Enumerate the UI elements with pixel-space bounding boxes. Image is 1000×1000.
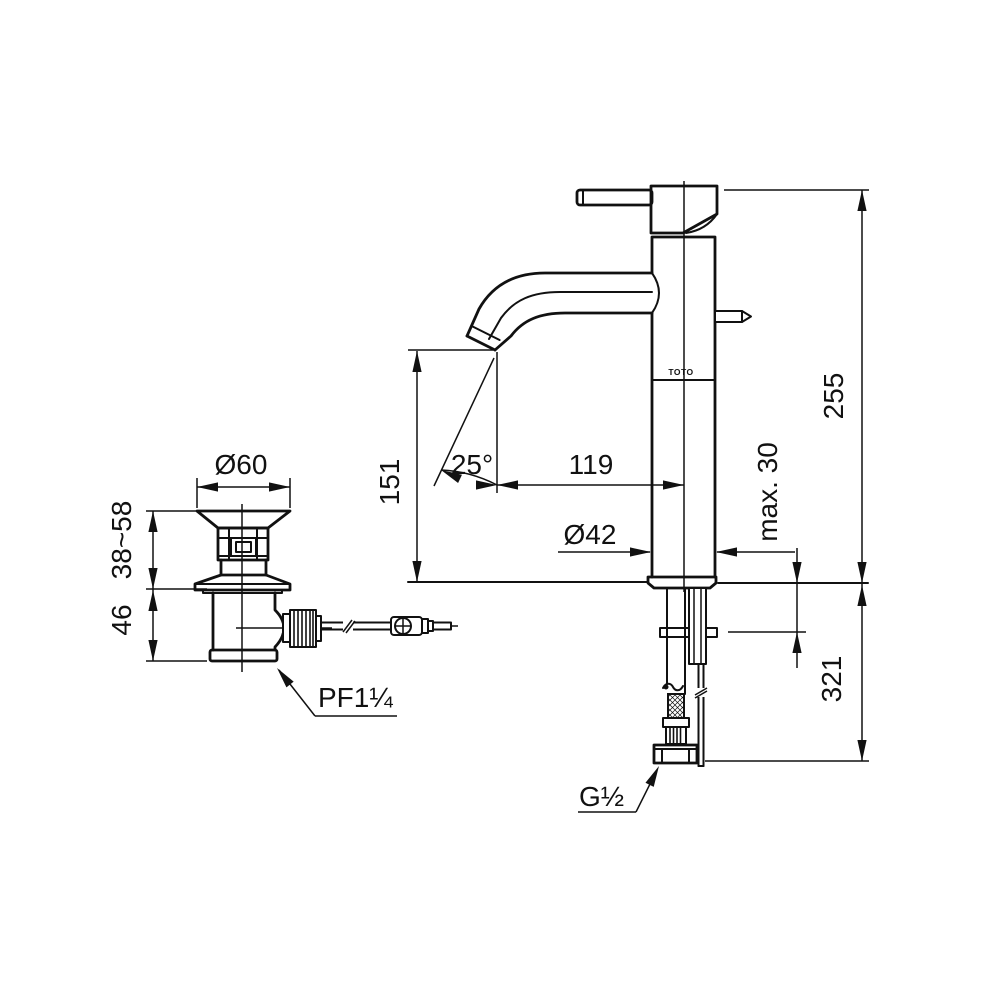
drain-lift-rod [320,616,458,636]
faucet-head-lever-curve [685,213,718,234]
label-pf114: PF1¼ [318,682,393,713]
drain-seat-step [202,589,283,594]
dim-255-label: 255 [818,373,849,420]
dim-spout-outlet-height: 151 [374,349,493,582]
dim-drain-adjust-range: 38~58 [106,501,207,590]
drain-stem-square [230,537,257,557]
hose-clip-dot [663,684,669,690]
spout-inner-contour [493,311,654,352]
dim-321-label: 321 [816,656,847,703]
spout-mid-contour [488,291,653,340]
faucet: TOTO [465,181,752,592]
supply-hose-assembly [652,587,699,765]
dim-drain-body-height: 46 [106,589,207,662]
drain-body [211,591,286,652]
popup-control-rod [714,310,752,323]
dim-max30-label: max. 30 [752,442,783,542]
label-g12: G½ [579,781,624,812]
dim-46-label: 46 [106,604,137,635]
dim-depth-below-deck: 321 [705,584,869,762]
dim-spout-reach: 119 [497,449,684,490]
faucet-handle [575,188,654,207]
dim-42-label: Ø42 [564,519,617,550]
hose-knurled-collar [665,726,687,745]
spout-junction-arc [651,272,660,314]
faucet-head [649,184,719,235]
drain-stem-block [216,526,270,562]
pull-rod-break-gap [695,688,707,697]
drain-outlet-cap [315,615,322,642]
knurl-ridges [293,610,314,647]
braided-hose [667,693,685,719]
below-deck-parts [652,587,718,767]
callout-supply-thread: G½ [578,763,664,813]
brand-logo: TOTO [668,367,693,377]
spout-outlet-face [465,334,497,352]
mounting-stud [688,587,707,665]
dim-height-above-deck: 255 [724,189,869,583]
faucet-base-plate [646,575,718,590]
dim-3858-label: 38~58 [106,501,137,580]
faucet-spout [465,271,654,352]
dim-body-diameter: Ø42 [558,519,795,557]
drain-plug-flange [195,509,292,530]
deck-lines [407,581,869,584]
callout-drain-thread: PF1¼ [273,665,397,717]
rod-tip [432,621,452,631]
drain-pull-rod [694,663,708,767]
drain-base-ring [208,648,279,663]
dim-119-label: 119 [569,449,614,480]
drain-outlet-collar [282,613,291,643]
spout-outlet-cap-line [470,325,501,341]
dim-spout-angle: 25° [433,352,498,493]
spout-outer-contour [465,271,654,338]
dim-60-label: Ø60 [215,449,268,480]
faucet-body [650,235,717,579]
dim-drain-flange-diameter: Ø60 [196,449,291,508]
drain-stem-square-inner [235,541,252,553]
dim-151-label: 151 [374,459,405,506]
supply-hex-nut [652,743,699,765]
collar-ridges [669,727,682,744]
hose-clip [662,682,684,692]
dim-max-deck-thickness: max. 30 [728,442,806,668]
dim-25deg-label: 25° [451,449,493,480]
hose-ferrule [662,717,690,728]
drain-assembly [193,504,458,672]
